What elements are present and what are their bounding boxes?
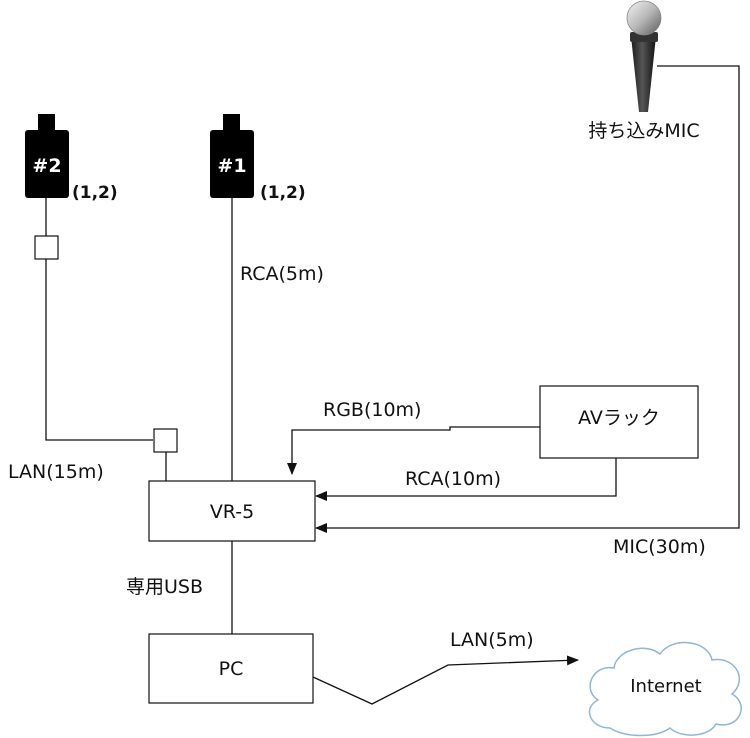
- camera-1-note: (1,2): [260, 183, 306, 203]
- mic-30m-label: MIC(30m): [613, 536, 706, 558]
- lan-5m-label: LAN(5m): [450, 629, 534, 651]
- rgb-10m-label: RGB(10m): [323, 399, 421, 421]
- lan-15m-cable: [45, 259, 153, 441]
- lan-5m-cable: [312, 655, 579, 705]
- lan-15m-label: LAN(15m): [8, 461, 104, 483]
- av-rack-label: AVラック: [578, 407, 660, 429]
- microphone-icon: [626, 0, 662, 112]
- camera-2-icon: #2: [25, 114, 69, 198]
- internet-label: Internet: [630, 676, 701, 697]
- converter-box-vr5: [153, 428, 178, 453]
- camera-2-label: #2: [32, 155, 61, 177]
- rca-10m-label: RCA(10m): [405, 468, 501, 490]
- av-rack-box: [539, 385, 699, 459]
- converter-box-camera2: [34, 235, 59, 260]
- usb-label: 専用USB: [126, 576, 203, 598]
- pc-label: PC: [219, 658, 244, 680]
- rca-10m-cable: [315, 458, 617, 501]
- rca-5m-label: RCA(5m): [240, 263, 324, 285]
- camera-2-note: (1,2): [72, 183, 118, 203]
- camera-1-label: #1: [217, 155, 246, 177]
- vr5-box: [148, 480, 316, 542]
- internet-cloud-icon: [588, 641, 742, 737]
- vr5-label: VR-5: [210, 501, 254, 523]
- rgb-10m-cable: [287, 426, 540, 475]
- pc-box: [148, 633, 314, 704]
- mic-30m-cable: [315, 65, 740, 533]
- mic-label: 持ち込みMIC: [588, 120, 699, 142]
- camera-1-icon: #1: [210, 114, 254, 198]
